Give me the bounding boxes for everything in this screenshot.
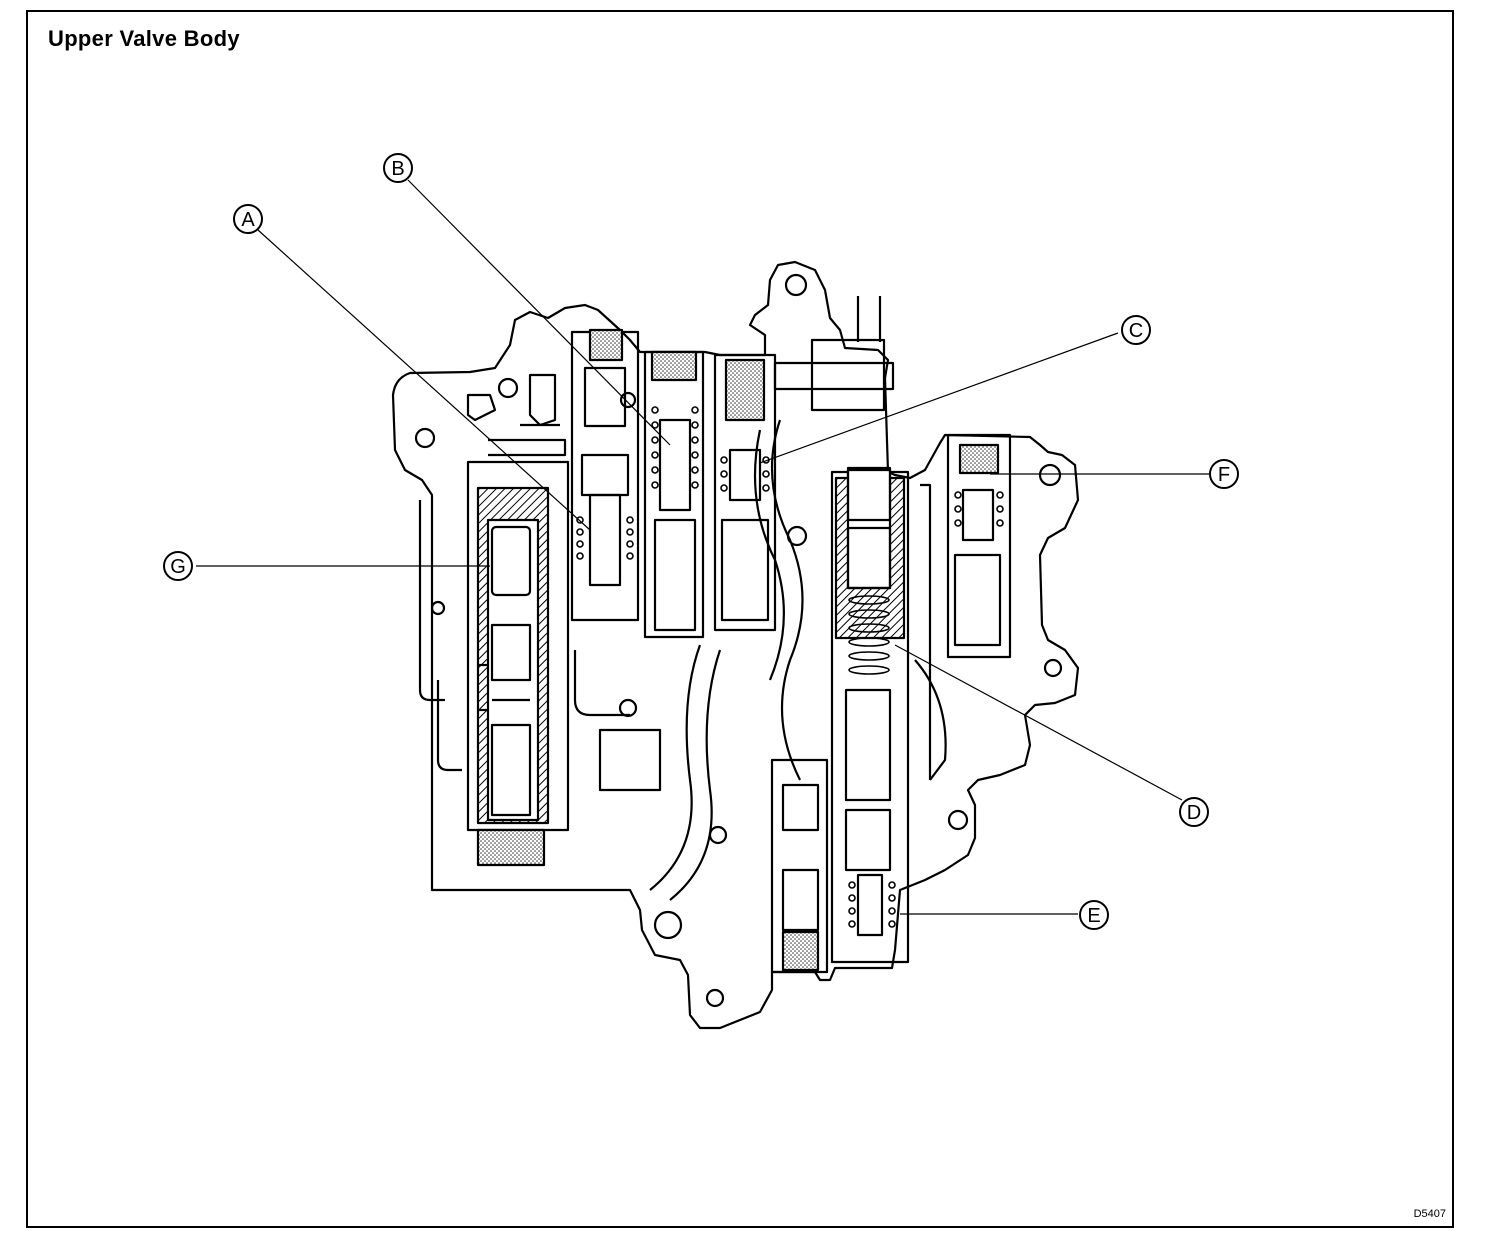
callout-c-circle [1121, 315, 1151, 345]
spool-d-1 [846, 468, 892, 522]
bolt-hole [497, 377, 519, 399]
callout-a: A [241, 209, 255, 231]
bolt-hole [708, 825, 728, 845]
callout-d: D [1187, 802, 1201, 824]
figure-title: Upper Valve Body [48, 26, 240, 51]
callout-b-circle [383, 153, 413, 183]
passage [920, 483, 932, 780]
bolt-head [810, 338, 886, 412]
figure-frame [26, 10, 1454, 1228]
passage [770, 419, 804, 781]
spring-a [576, 516, 634, 560]
leader-c [759, 332, 1119, 464]
spring-d [848, 595, 890, 675]
plug-c [724, 358, 766, 422]
spool-e [856, 873, 884, 937]
callout-e-circle [1079, 900, 1109, 930]
bolt-hole [947, 809, 969, 831]
spool-d-4 [844, 808, 892, 872]
passage [436, 680, 462, 772]
passage [528, 373, 557, 427]
spool-g-3 [490, 723, 532, 817]
passage [753, 429, 785, 681]
leader-a [257, 229, 591, 531]
plug-lower [781, 930, 820, 972]
passage [573, 650, 630, 717]
bolt [773, 361, 895, 391]
spool-f-1 [961, 488, 995, 542]
spool-c-2 [720, 518, 770, 622]
callout-c: C [1129, 320, 1143, 342]
spool-f-2 [953, 553, 1002, 647]
bolt-hole [784, 273, 808, 297]
leader-d [894, 644, 1183, 801]
spool-a-2 [580, 453, 630, 497]
bolt-hole [414, 427, 436, 449]
callout-f-circle [1209, 459, 1239, 489]
callout-g: G [170, 556, 186, 578]
plug-f [958, 443, 1000, 475]
leader-b [407, 179, 671, 446]
valve-body-outline [391, 260, 1080, 1030]
bolt-hole [1043, 658, 1063, 678]
spool-g-1 [490, 525, 532, 597]
callout-b: B [391, 158, 404, 180]
callout-g-circle [163, 551, 193, 581]
passage [914, 659, 947, 781]
passage [598, 728, 662, 792]
passage [418, 500, 445, 702]
spool-a-3 [588, 493, 622, 587]
spool-d-2 [846, 526, 892, 590]
spring-b [651, 406, 699, 489]
bolt-hole [430, 600, 446, 616]
spool-c-1 [728, 448, 762, 502]
valve-bore-f [946, 433, 1012, 659]
passage [488, 438, 567, 457]
bolt-hole [705, 988, 725, 1008]
bolt-hole [653, 910, 683, 940]
bolt-hole [619, 391, 637, 409]
callout-d-circle [1179, 797, 1209, 827]
spool-g-2 [490, 623, 532, 682]
passage [649, 644, 702, 891]
passage [466, 393, 497, 422]
spring-e [848, 881, 896, 928]
passage [669, 649, 722, 901]
plug-a [588, 328, 624, 362]
spool-d-3 [844, 688, 892, 802]
spool-b-1 [658, 418, 692, 512]
spool-b-2 [653, 518, 697, 632]
valve-bore-lower [770, 758, 829, 974]
callout-e: E [1087, 905, 1100, 927]
plug-b [650, 350, 698, 382]
spool-a-1 [583, 366, 627, 428]
spring-f [954, 491, 1004, 527]
bolt-hole [618, 698, 638, 718]
figure-code: D5407 [1413, 1208, 1446, 1220]
plug-g [476, 828, 546, 867]
callout-f: F [1218, 464, 1230, 486]
bolt-hole [1038, 463, 1062, 487]
callout-a-circle [233, 204, 263, 234]
